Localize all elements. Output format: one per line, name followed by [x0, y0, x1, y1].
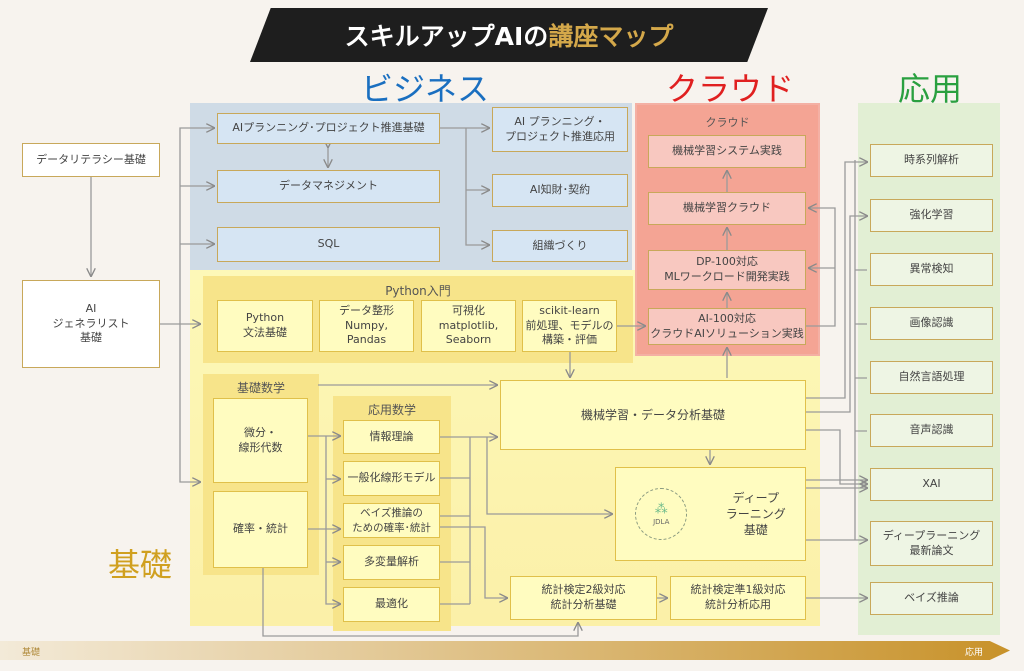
course-bayes[interactable]: ベイズ推論	[870, 582, 993, 615]
course-sql[interactable]: SQL	[217, 227, 440, 262]
title-text: スキルアップAIの	[344, 22, 549, 51]
course-nlp[interactable]: 自然言語処理	[870, 361, 993, 394]
title-banner: スキルアップAIの講座マップ	[250, 8, 768, 62]
course-data-shaping[interactable]: データ整形 Numpy, Pandas	[319, 300, 414, 352]
course-ml-cloud[interactable]: 機械学習クラウド	[648, 192, 806, 225]
basic-math-label: 基礎数学	[236, 381, 285, 395]
course-anomaly[interactable]: 異常検知	[870, 253, 993, 286]
course-scikit-learn[interactable]: scikit-learn 前処理、モデルの 構築・評価	[522, 300, 617, 352]
axis-end-label: 応用	[965, 648, 984, 658]
course-ai100[interactable]: AI-100対応 クラウドAIソリューション実践	[648, 308, 806, 345]
course-dl-papers[interactable]: ディープラーニング 最新論文	[870, 521, 993, 566]
jdla-network-icon: ⁂	[654, 501, 668, 517]
applied-math-label: 応用数学	[367, 403, 416, 417]
jdla-text: JDLA	[653, 518, 670, 527]
course-xai[interactable]: XAI	[870, 468, 993, 501]
course-visualization[interactable]: 可視化 matplotlib, Seaborn	[421, 300, 516, 352]
course-ai-ip-contract[interactable]: AI知財･契約	[492, 174, 628, 207]
course-python-grammar[interactable]: Python 文法基礎	[217, 300, 313, 352]
course-time-series[interactable]: 時系列解析	[870, 144, 993, 177]
course-image[interactable]: 画像認識	[870, 307, 993, 340]
course-data-literacy[interactable]: データリテラシー基礎	[22, 143, 160, 177]
deep-learning-label: ディープ ラーニング 基礎	[725, 490, 786, 538]
course-bayes-probability[interactable]: ベイズ推論の ための確率･統計	[343, 503, 440, 538]
python-label: Python入門	[385, 284, 451, 298]
course-reinforcement[interactable]: 強化学習	[870, 199, 993, 232]
course-data-management[interactable]: データマネジメント	[217, 170, 440, 203]
title-highlight: 講座マップ	[548, 22, 674, 51]
course-speech[interactable]: 音声認識	[870, 414, 993, 447]
course-deep-learning[interactable]: ⁂ JDLA ディープ ラーニング 基礎	[615, 467, 806, 561]
course-ai-generalist[interactable]: AI ジェネラリスト 基礎	[22, 280, 160, 368]
course-ai-planning-advanced[interactable]: AI プランニング・ プロジェクト推進応用	[492, 107, 628, 152]
course-ml-system[interactable]: 機械学習システム実践	[648, 135, 806, 168]
course-organization[interactable]: 組織づくり	[492, 230, 628, 262]
course-stat-grade2[interactable]: 統計検定2級対応 統計分析基礎	[510, 576, 657, 620]
course-probability[interactable]: 確率・統計	[213, 491, 308, 568]
course-calculus-linear[interactable]: 微分・ 線形代数	[213, 398, 308, 483]
progress-axis-bar	[0, 641, 1010, 660]
course-multivariate[interactable]: 多変量解析	[343, 545, 440, 580]
course-glm[interactable]: 一般化線形モデル	[343, 461, 440, 496]
course-dp100[interactable]: DP-100対応 MLワークロード開発実践	[648, 250, 806, 290]
course-optimization[interactable]: 最適化	[343, 587, 440, 622]
heading-cloud: クラウド	[665, 70, 794, 108]
cloud-label: クラウド	[705, 116, 750, 129]
course-stat-grade1[interactable]: 統計検定準1級対応 統計分析応用	[670, 576, 806, 620]
heading-basics: 基礎	[108, 546, 173, 584]
axis-start-label: 基礎	[22, 648, 41, 658]
course-ai-planning-basic[interactable]: AIプランニング･プロジェクト推進基礎	[217, 113, 440, 144]
heading-applied: 応用	[897, 70, 962, 108]
jdla-logo: ⁂ JDLA	[635, 488, 688, 540]
course-information-theory[interactable]: 情報理論	[343, 420, 440, 454]
course-ml-foundation[interactable]: 機械学習・データ分析基礎	[500, 380, 806, 450]
heading-business: ビジネス	[360, 70, 489, 108]
